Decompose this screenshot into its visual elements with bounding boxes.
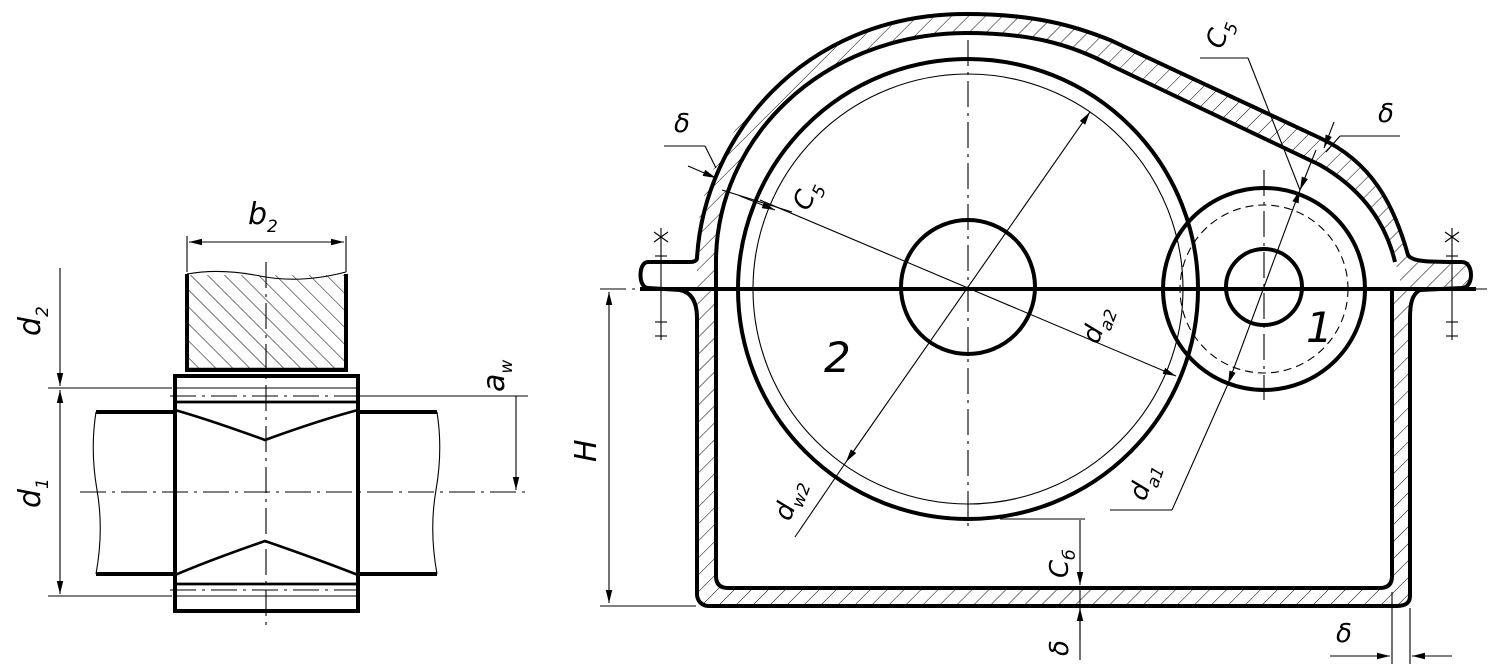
delta-left-label: δ <box>674 109 690 139</box>
pinion-tooth-hatch-top <box>173 400 360 442</box>
delta-tr-leader <box>1325 135 1341 153</box>
da1-leader <box>1171 383 1229 511</box>
bolt-left <box>653 228 669 340</box>
dw2-label: dw2 <box>768 475 815 526</box>
c5-top-arrow <box>1299 149 1317 191</box>
pinion-number-label: 1 <box>1306 303 1333 352</box>
delta-br-label: δ <box>1336 619 1352 649</box>
bolt-right <box>1444 228 1460 340</box>
c5-top-leader <box>1247 57 1301 191</box>
delta-tr-arrow <box>1323 121 1335 149</box>
housing-inner-top <box>714 30 1397 290</box>
dw2-leader <box>794 461 847 538</box>
d2-label: d2 <box>13 306 53 336</box>
c5-left-line <box>721 189 793 213</box>
c5-left-arrow <box>739 195 776 211</box>
da1-label: da1 <box>1123 459 1169 506</box>
b2-label: b2 <box>248 197 278 237</box>
wheel-break-line <box>186 270 347 280</box>
housing-inner <box>714 290 1394 590</box>
delta-tr-label: δ <box>1378 99 1394 129</box>
wheel-number-label: 2 <box>824 333 851 382</box>
da1-dim-line <box>1227 189 1301 385</box>
right-view: da2 dw2 da1 C5 δ δ C5 H C <box>569 11 1488 664</box>
dw2-dim-line <box>845 111 1091 463</box>
left-shaft <box>96 410 437 576</box>
left-view: b2 d2 d1 aw <box>13 197 528 628</box>
c5-top-label: C5 <box>1200 15 1243 54</box>
pinion-body <box>173 374 360 613</box>
c6-label: Cб <box>1045 549 1080 578</box>
da2-label: da2 <box>1076 302 1122 349</box>
aw-label: aw <box>477 360 517 392</box>
c5-left-label: C5 <box>787 176 831 217</box>
d1-label: d1 <box>13 478 53 508</box>
right-shaft-break <box>432 411 441 575</box>
housing-wall-hatch <box>696 14 1474 606</box>
delta-bottom-label: δ <box>1045 640 1075 656</box>
left-shaft-break <box>92 411 101 575</box>
pinion-tooth-hatch-bottom <box>173 539 360 586</box>
delta-left-leader <box>704 145 717 169</box>
delta-left-arrow <box>687 165 717 179</box>
h-label: H <box>569 439 604 462</box>
